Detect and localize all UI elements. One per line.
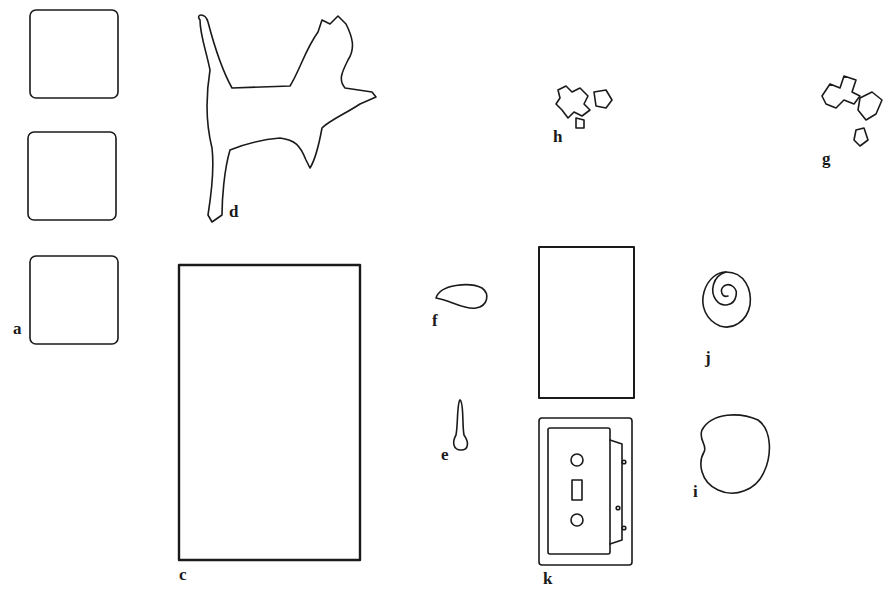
pebble-outline	[701, 415, 769, 493]
teardrop-shape	[436, 285, 487, 308]
square-tile	[28, 132, 116, 220]
part-letter: a	[13, 320, 22, 337]
part-letter: i	[693, 483, 698, 500]
part-letter: e	[441, 446, 449, 463]
part-letter: k	[543, 570, 552, 587]
teardrop-shape	[454, 400, 468, 450]
square-tile	[30, 10, 118, 98]
part-letter: d	[229, 203, 238, 220]
fragment-cluster	[822, 76, 882, 146]
square-tile	[30, 256, 118, 344]
part-letter: f	[432, 312, 438, 329]
fragment-cluster	[556, 86, 612, 128]
animal-cutout	[199, 15, 376, 222]
large-card	[179, 265, 360, 560]
cassette-tape	[539, 418, 632, 565]
part-letter: h	[553, 128, 562, 145]
spiral-shell	[703, 272, 751, 327]
part-letter: j	[705, 349, 711, 366]
part-letter: g	[822, 150, 831, 167]
small-card	[539, 247, 634, 398]
part-letter: c	[179, 566, 187, 583]
